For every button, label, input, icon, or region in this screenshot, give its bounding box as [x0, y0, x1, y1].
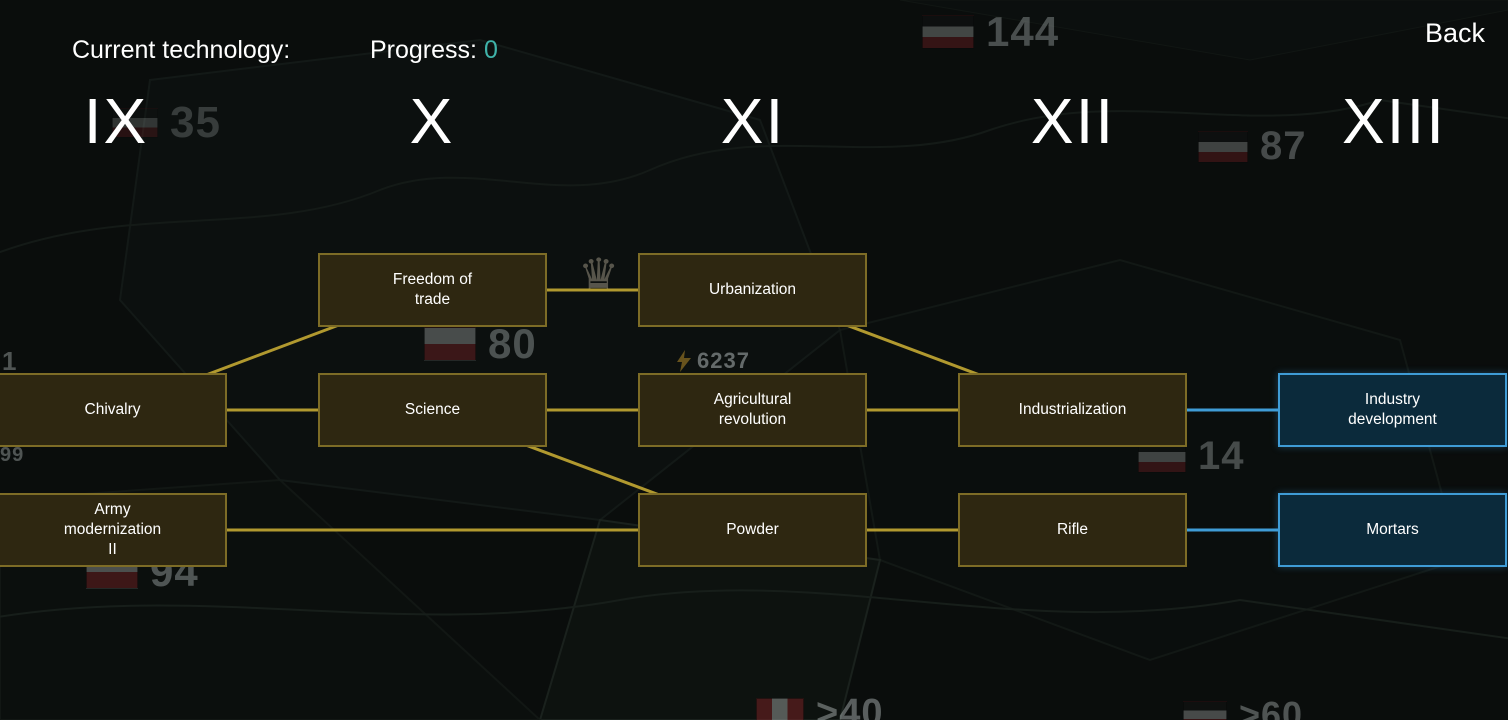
- flag-icon: [424, 327, 476, 361]
- tech-node-label: Science: [404, 401, 461, 418]
- map-province-stat: 99: [0, 444, 24, 467]
- tech-node-label: Rifle: [1056, 521, 1088, 538]
- current-technology-label: Current technology:: [72, 36, 291, 64]
- province-value: 87: [1260, 124, 1307, 168]
- progress-indicator: Progress: 0: [370, 36, 498, 65]
- flag-icon: [1183, 701, 1227, 720]
- column-header-x: X: [409, 85, 455, 157]
- tech-node-industry-development[interactable]: Industry development: [1278, 373, 1507, 447]
- province-value: >60: [1239, 694, 1304, 720]
- province-value: 99: [0, 444, 25, 466]
- column-header-ix: IX: [83, 85, 149, 157]
- tech-node-label: Industrialization: [1018, 401, 1127, 418]
- progress-label: Progress:: [370, 36, 477, 64]
- flag-icon: [112, 108, 158, 138]
- tech-node-chivalry[interactable]: Chivalry: [0, 373, 227, 447]
- back-button[interactable]: Back: [1425, 18, 1486, 48]
- column-header-xi: XI: [720, 85, 786, 157]
- province-value: 35: [170, 98, 221, 147]
- map-province-stat: 144: [922, 8, 1059, 56]
- tech-node-agricultural-revolution[interactable]: Agricultural revolution: [638, 373, 867, 447]
- tech-node-science[interactable]: Science: [318, 373, 547, 447]
- flag-icon: [756, 697, 804, 720]
- tech-node-label: Freedom of trade: [392, 271, 473, 308]
- province-value: >40: [816, 692, 884, 720]
- tech-node-army-modernization-ii[interactable]: Army modernization II: [0, 493, 227, 567]
- column-header-xiii: XIII: [1341, 85, 1447, 157]
- tech-node-label: Mortars: [1366, 521, 1419, 538]
- tech-node-label: Army modernization II: [63, 501, 162, 558]
- province-value: 80: [488, 320, 537, 367]
- column-header-xii: XII: [1030, 85, 1116, 157]
- map-movement-points: 6237: [676, 348, 750, 374]
- tech-node-urbanization[interactable]: Urbanization: [638, 253, 867, 327]
- tech-node-powder[interactable]: Powder: [638, 493, 867, 567]
- map-province-stat: 80: [424, 320, 537, 368]
- tech-node-freedom-of-trade[interactable]: Freedom of trade: [318, 253, 547, 327]
- tech-node-mortars[interactable]: Mortars: [1278, 493, 1507, 567]
- tech-node-label: Urbanization: [708, 281, 797, 298]
- crown-icon: ♛: [578, 249, 620, 301]
- map-province-stat: >40: [756, 692, 883, 720]
- province-value: 1: [2, 346, 18, 376]
- lightning-icon: [677, 350, 691, 372]
- map-province-stat: >60: [1183, 694, 1303, 720]
- points-value: 6237: [697, 348, 750, 373]
- progress-value: 0: [483, 36, 498, 64]
- tech-node-label: Powder: [726, 521, 779, 538]
- map-province-stat: 1: [2, 346, 17, 377]
- tech-node-industrialization[interactable]: Industrialization: [958, 373, 1187, 447]
- province-value: 144: [986, 8, 1060, 55]
- tech-node-label: Chivalry: [84, 401, 141, 418]
- province-value: 14: [1198, 434, 1245, 478]
- flag-icon: [922, 15, 974, 49]
- map-province-stat: 87: [1198, 124, 1307, 169]
- tech-node-label: Industry development: [1348, 391, 1437, 428]
- tech-node-rifle[interactable]: Rifle: [958, 493, 1187, 567]
- map-province-stat: 35: [112, 98, 221, 148]
- flag-icon: [1198, 130, 1248, 163]
- tech-node-label: Agricultural revolution: [713, 391, 792, 428]
